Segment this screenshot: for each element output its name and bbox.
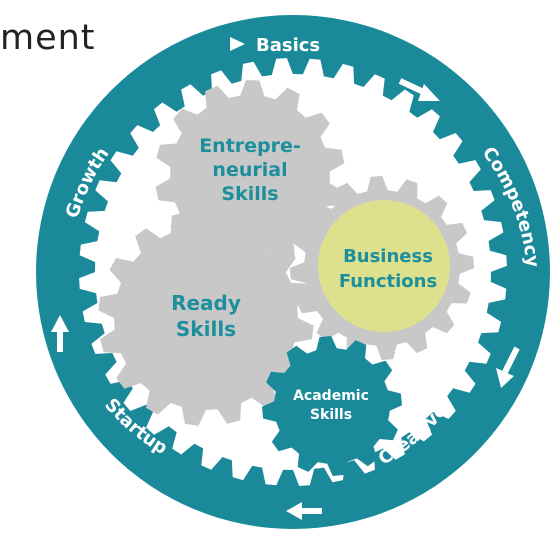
academic-skills-label-line1: Academic — [293, 388, 369, 404]
play-arrow-icon — [230, 37, 245, 51]
arrow-left-icon — [286, 502, 322, 520]
partial-title-text: ment — [0, 18, 96, 58]
business-functions-circle — [318, 200, 450, 332]
business-label-line1: Business — [343, 246, 433, 267]
arrow-top-right-icon — [398, 78, 440, 101]
gear-academic-skills — [262, 336, 402, 476]
ready-skills-label-line1: Ready — [171, 291, 241, 315]
academic-skills-label-line2: Skills — [310, 407, 352, 423]
ring-label-basics: Basics — [256, 35, 320, 56]
entrepreneurial-label-line1: Entrepre- — [199, 135, 301, 157]
gear-entrepreneurial — [155, 80, 345, 270]
business-label-line2: Functions — [339, 271, 437, 292]
gear-ready-skills — [98, 210, 314, 426]
entrepreneurial-label-line2: neurial — [212, 159, 287, 181]
ready-skills-label-line2: Skills — [176, 317, 236, 341]
entrepreneurial-label-line3: Skills — [221, 183, 278, 205]
arrow-up-icon — [51, 315, 69, 352]
arrow-right-down-icon — [496, 346, 520, 388]
